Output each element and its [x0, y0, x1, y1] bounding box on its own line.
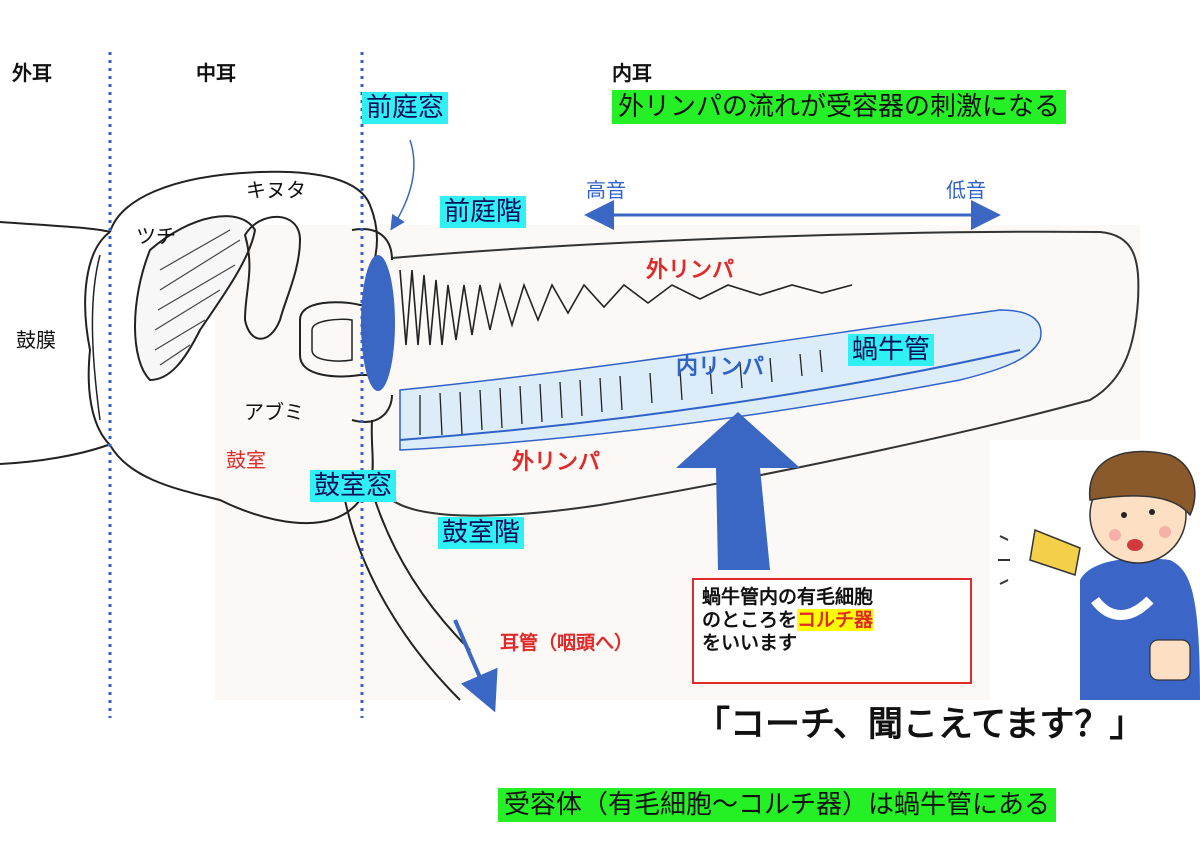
round-window-label: 鼓室窓 — [310, 470, 397, 502]
endolymph-label: 内リンパ — [676, 355, 765, 380]
note-line-2-text: のところを — [702, 609, 798, 632]
title-box: 外リンパの流れが受容器の刺激になる — [612, 90, 1067, 124]
ear-canal-outline — [0, 221, 111, 465]
basilar-membrane — [399, 349, 1021, 441]
eustachian-label: 耳管（咽頭へ） — [500, 632, 634, 654]
hair-cells — [419, 349, 823, 436]
malleus-hatching — [154, 229, 241, 366]
corti-note-box: 蝸牛管内の有毛細胞 のところをコルチ器 をいいます — [692, 578, 972, 684]
note-line-3: をいいます — [702, 632, 798, 655]
region-inner-label: 内耳 — [612, 61, 652, 85]
note-line-1: 蝸牛管内の有毛細胞 — [702, 586, 874, 608]
eustachian-tube — [344, 499, 471, 701]
incus-label: キヌタ — [246, 178, 306, 202]
note-line-2: のところをコルチ器 — [702, 609, 962, 632]
stapes-label: アブミ — [244, 400, 304, 424]
high-tone-label: 高音 — [586, 178, 626, 202]
low-tone-label: 低音 — [946, 178, 986, 202]
cochlea-outline — [391, 230, 1140, 517]
oval-window-shape — [361, 255, 395, 391]
oval-window-pointer — [390, 139, 415, 231]
stapes-bone — [299, 301, 371, 378]
incus-bone — [243, 215, 302, 340]
cochlear-duct-label: 蝸牛管 — [848, 334, 935, 366]
vestibule-scala-label: 前庭階 — [440, 196, 527, 228]
eardrum-inner — [91, 254, 101, 421]
eardrum-label: 鼓膜 — [16, 328, 56, 352]
vestibule-wall — [351, 228, 393, 423]
note-highlight: コルチ器 — [797, 609, 874, 632]
perilymph-wave — [399, 269, 853, 346]
perilymph-top-label: 外リンパ — [646, 258, 735, 283]
stapes-inner — [311, 318, 353, 362]
malleus-label: ツチ — [136, 224, 176, 248]
coach-illustration — [998, 450, 1200, 700]
scala-tympani-label: 鼓室階 — [438, 517, 525, 549]
oval-window-label: 前庭窓 — [362, 92, 449, 124]
footer-box: 受容体（有毛細胞〜コルチ器）は蝸牛管にある — [498, 788, 1057, 822]
eustachian-arrow — [453, 619, 498, 713]
stimulus-arrow — [676, 412, 800, 570]
perilymph-bottom-label: 外リンパ — [512, 450, 601, 475]
tympanic-cavity-label: 鼓室 — [226, 448, 266, 472]
malleus-bone — [134, 215, 257, 382]
speech-text: 「コーチ、聞こえてます？」 — [695, 705, 1145, 745]
region-middle-label: 中耳 — [196, 61, 236, 85]
region-outer-label: 外耳 — [12, 61, 52, 85]
eardrum-shape — [84, 231, 111, 446]
